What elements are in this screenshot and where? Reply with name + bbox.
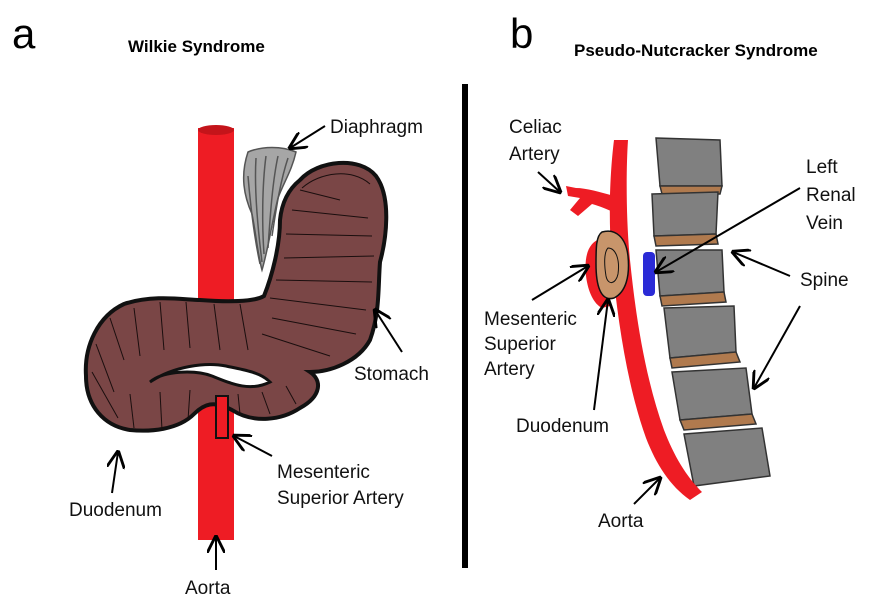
label-sma-b-3: Artery (484, 359, 535, 380)
panel-a: a Wilkie Syndrome (12, 10, 429, 599)
label-lrv-2: Renal (806, 185, 856, 206)
label-celiac-1: Celiac (509, 117, 562, 138)
label-lrv-3: Vein (806, 213, 843, 234)
label-sma-b-2: Superior (484, 334, 556, 355)
arrow-aorta-b (634, 478, 660, 504)
arrow-spine-1 (733, 252, 790, 276)
arrow-celiac (538, 172, 560, 192)
panel-b: b Pseudo-Nutcracker Syndrome (484, 10, 856, 532)
arrow-sma-b (532, 266, 588, 300)
stomach-shape (86, 163, 386, 438)
label-sma-b-1: Mesenteric (484, 309, 577, 330)
label-aorta-b: Aorta (598, 511, 644, 532)
arrow-sma-a (234, 436, 272, 456)
arrow-diaphragm (290, 126, 325, 148)
panel-b-title: Pseudo-Nutcracker Syndrome (574, 41, 818, 60)
label-stomach: Stomach (354, 364, 429, 385)
label-duodenum-b: Duodenum (516, 416, 609, 437)
arrow-duodenum-b (594, 300, 608, 410)
label-aorta-a: Aorta (185, 578, 231, 599)
celiac-artery-shape (566, 186, 614, 216)
label-sma-a-2: Superior Artery (277, 488, 404, 509)
label-celiac-2: Artery (509, 144, 560, 165)
label-lrv-1: Left (806, 157, 838, 178)
label-sma-a-1: Mesenteric (277, 462, 370, 483)
label-diaphragm: Diaphragm (330, 117, 423, 138)
panel-a-title: Wilkie Syndrome (128, 37, 265, 56)
arrow-stomach (375, 310, 402, 352)
panel-divider (462, 84, 468, 568)
label-duodenum-a: Duodenum (69, 500, 162, 521)
arrow-duodenum-a (112, 452, 118, 493)
left-renal-vein-shape (643, 252, 655, 296)
spine-shape (652, 138, 770, 486)
arrow-spine-2 (754, 306, 800, 388)
panel-a-letter: a (12, 10, 36, 57)
label-spine: Spine (800, 270, 849, 291)
panel-b-letter: b (510, 10, 533, 57)
